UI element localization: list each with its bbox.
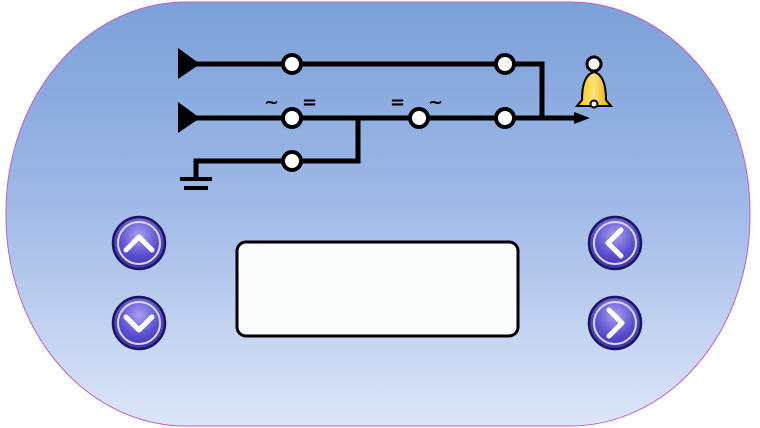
terminal-mid-left (281, 107, 303, 129)
dc-symbol-left: = (302, 92, 317, 113)
input-arrow-top (178, 48, 200, 79)
right-button[interactable] (587, 295, 643, 351)
terminal-mid-right (494, 107, 516, 129)
ground-icon (180, 177, 212, 190)
panel-background (5, 1, 751, 427)
up-button[interactable] (111, 215, 167, 271)
left-button[interactable] (587, 215, 643, 271)
ac-symbol-right: ~ (428, 92, 443, 113)
dc-symbol-right: = (390, 92, 405, 113)
output-arrow (574, 112, 590, 124)
ac-symbol-left: ~ (264, 92, 279, 113)
terminal-top-left (281, 53, 303, 75)
chevron-left-icon (605, 227, 624, 259)
terminal-mid-center (408, 107, 430, 129)
input-arrow-middle (178, 102, 200, 133)
bell-icon (574, 55, 614, 109)
chevron-down-icon (123, 314, 155, 333)
down-button[interactable] (111, 295, 167, 351)
lcd-display (235, 240, 520, 338)
terminal-top-right (494, 53, 516, 75)
chevron-right-icon (606, 307, 625, 339)
chevron-up-icon (123, 234, 155, 253)
terminal-bottom (281, 150, 303, 172)
